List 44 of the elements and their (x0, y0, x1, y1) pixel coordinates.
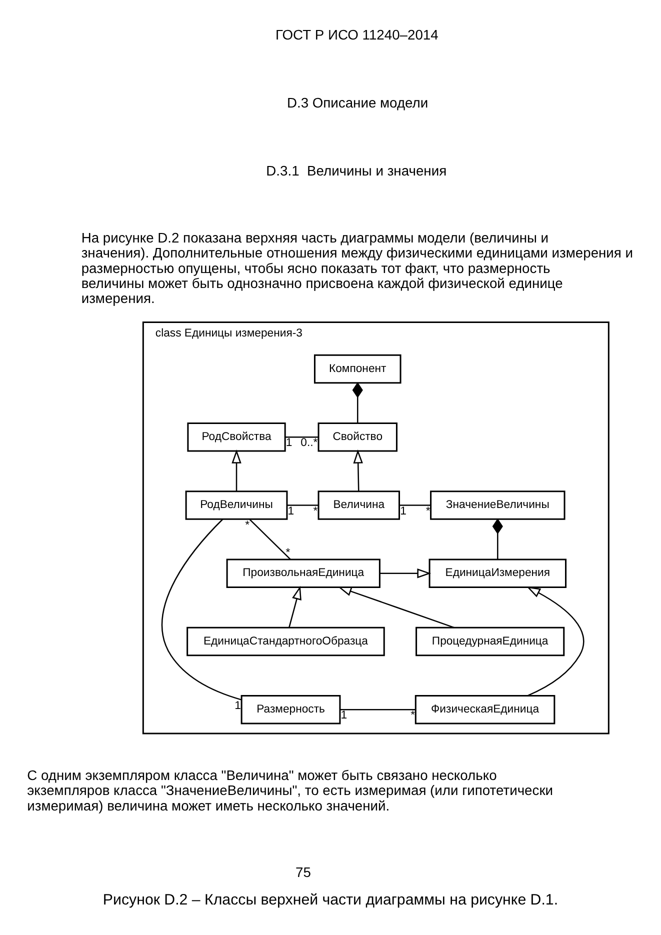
label: * (426, 504, 430, 517)
label: 1 (288, 504, 294, 517)
arrow (526, 586, 584, 696)
node-box: РодВеличины (185, 490, 288, 520)
node-box: ПроцедурнаяЕдиница (416, 626, 565, 656)
connector (287, 504, 318, 506)
label: * (410, 709, 416, 722)
label: 1 (234, 699, 241, 712)
node-box: ПроизвольнаяЕдиница (226, 558, 380, 588)
node-box: Свойство (318, 422, 398, 452)
connector (249, 518, 291, 560)
connector (340, 708, 416, 710)
label: 1 (286, 436, 292, 449)
label: * (313, 504, 318, 517)
label: 1 (400, 504, 406, 517)
connector (162, 518, 242, 700)
connector (285, 436, 318, 438)
label: * (245, 519, 250, 532)
label: С одним экземпляром класса "Величина" может быть связано несколько экземпляров класса "ЗначениеВеличины", то есть измеримая (или гипотетически измеримая) величина может иметь несколько значений. (27, 766, 554, 813)
label: 0..* (300, 436, 318, 449)
arrow (288, 585, 302, 628)
caption: Рисунок D.2 – Классы верхней части диаграммы на рисунке D.1. (102, 891, 558, 908)
arrow (380, 568, 432, 578)
label: На рисунке D.2 показана верхняя часть диаграммы модели (величины и значения). Дополнительные отношения между физическими единицами измерения и размерностью опущены, чтобы ясно показать тот факт, что размерность величины может быть однозначно присвоена каждой физической единице измерения. (81, 229, 634, 306)
node-box: РодСвойства (187, 422, 286, 452)
arrow (338, 586, 454, 628)
label: 75 (296, 864, 311, 880)
connector (352, 382, 363, 423)
node-box: ЕдиницаИзмерения (428, 558, 567, 588)
label: * (286, 546, 290, 558)
label: ГОСТ Р ИСО 11240–2014 (276, 26, 438, 42)
node-box: ЗначениеВеличины (430, 490, 566, 520)
label: D.3.1 Величины и значения (266, 162, 447, 178)
connector (492, 518, 503, 559)
arrow (353, 449, 363, 491)
node-box: ЕдиницаСтандартногоОбразца (186, 626, 385, 656)
node-box: Компонент (314, 354, 402, 384)
node-box: Величина (318, 490, 400, 520)
label: D.3 Описание модели (286, 94, 428, 110)
label: 1 (340, 709, 348, 722)
node-box: ФизическаяЕдиница (414, 694, 556, 724)
node-box: Размерность (240, 694, 341, 724)
arrow (232, 449, 242, 491)
connector (400, 504, 431, 506)
